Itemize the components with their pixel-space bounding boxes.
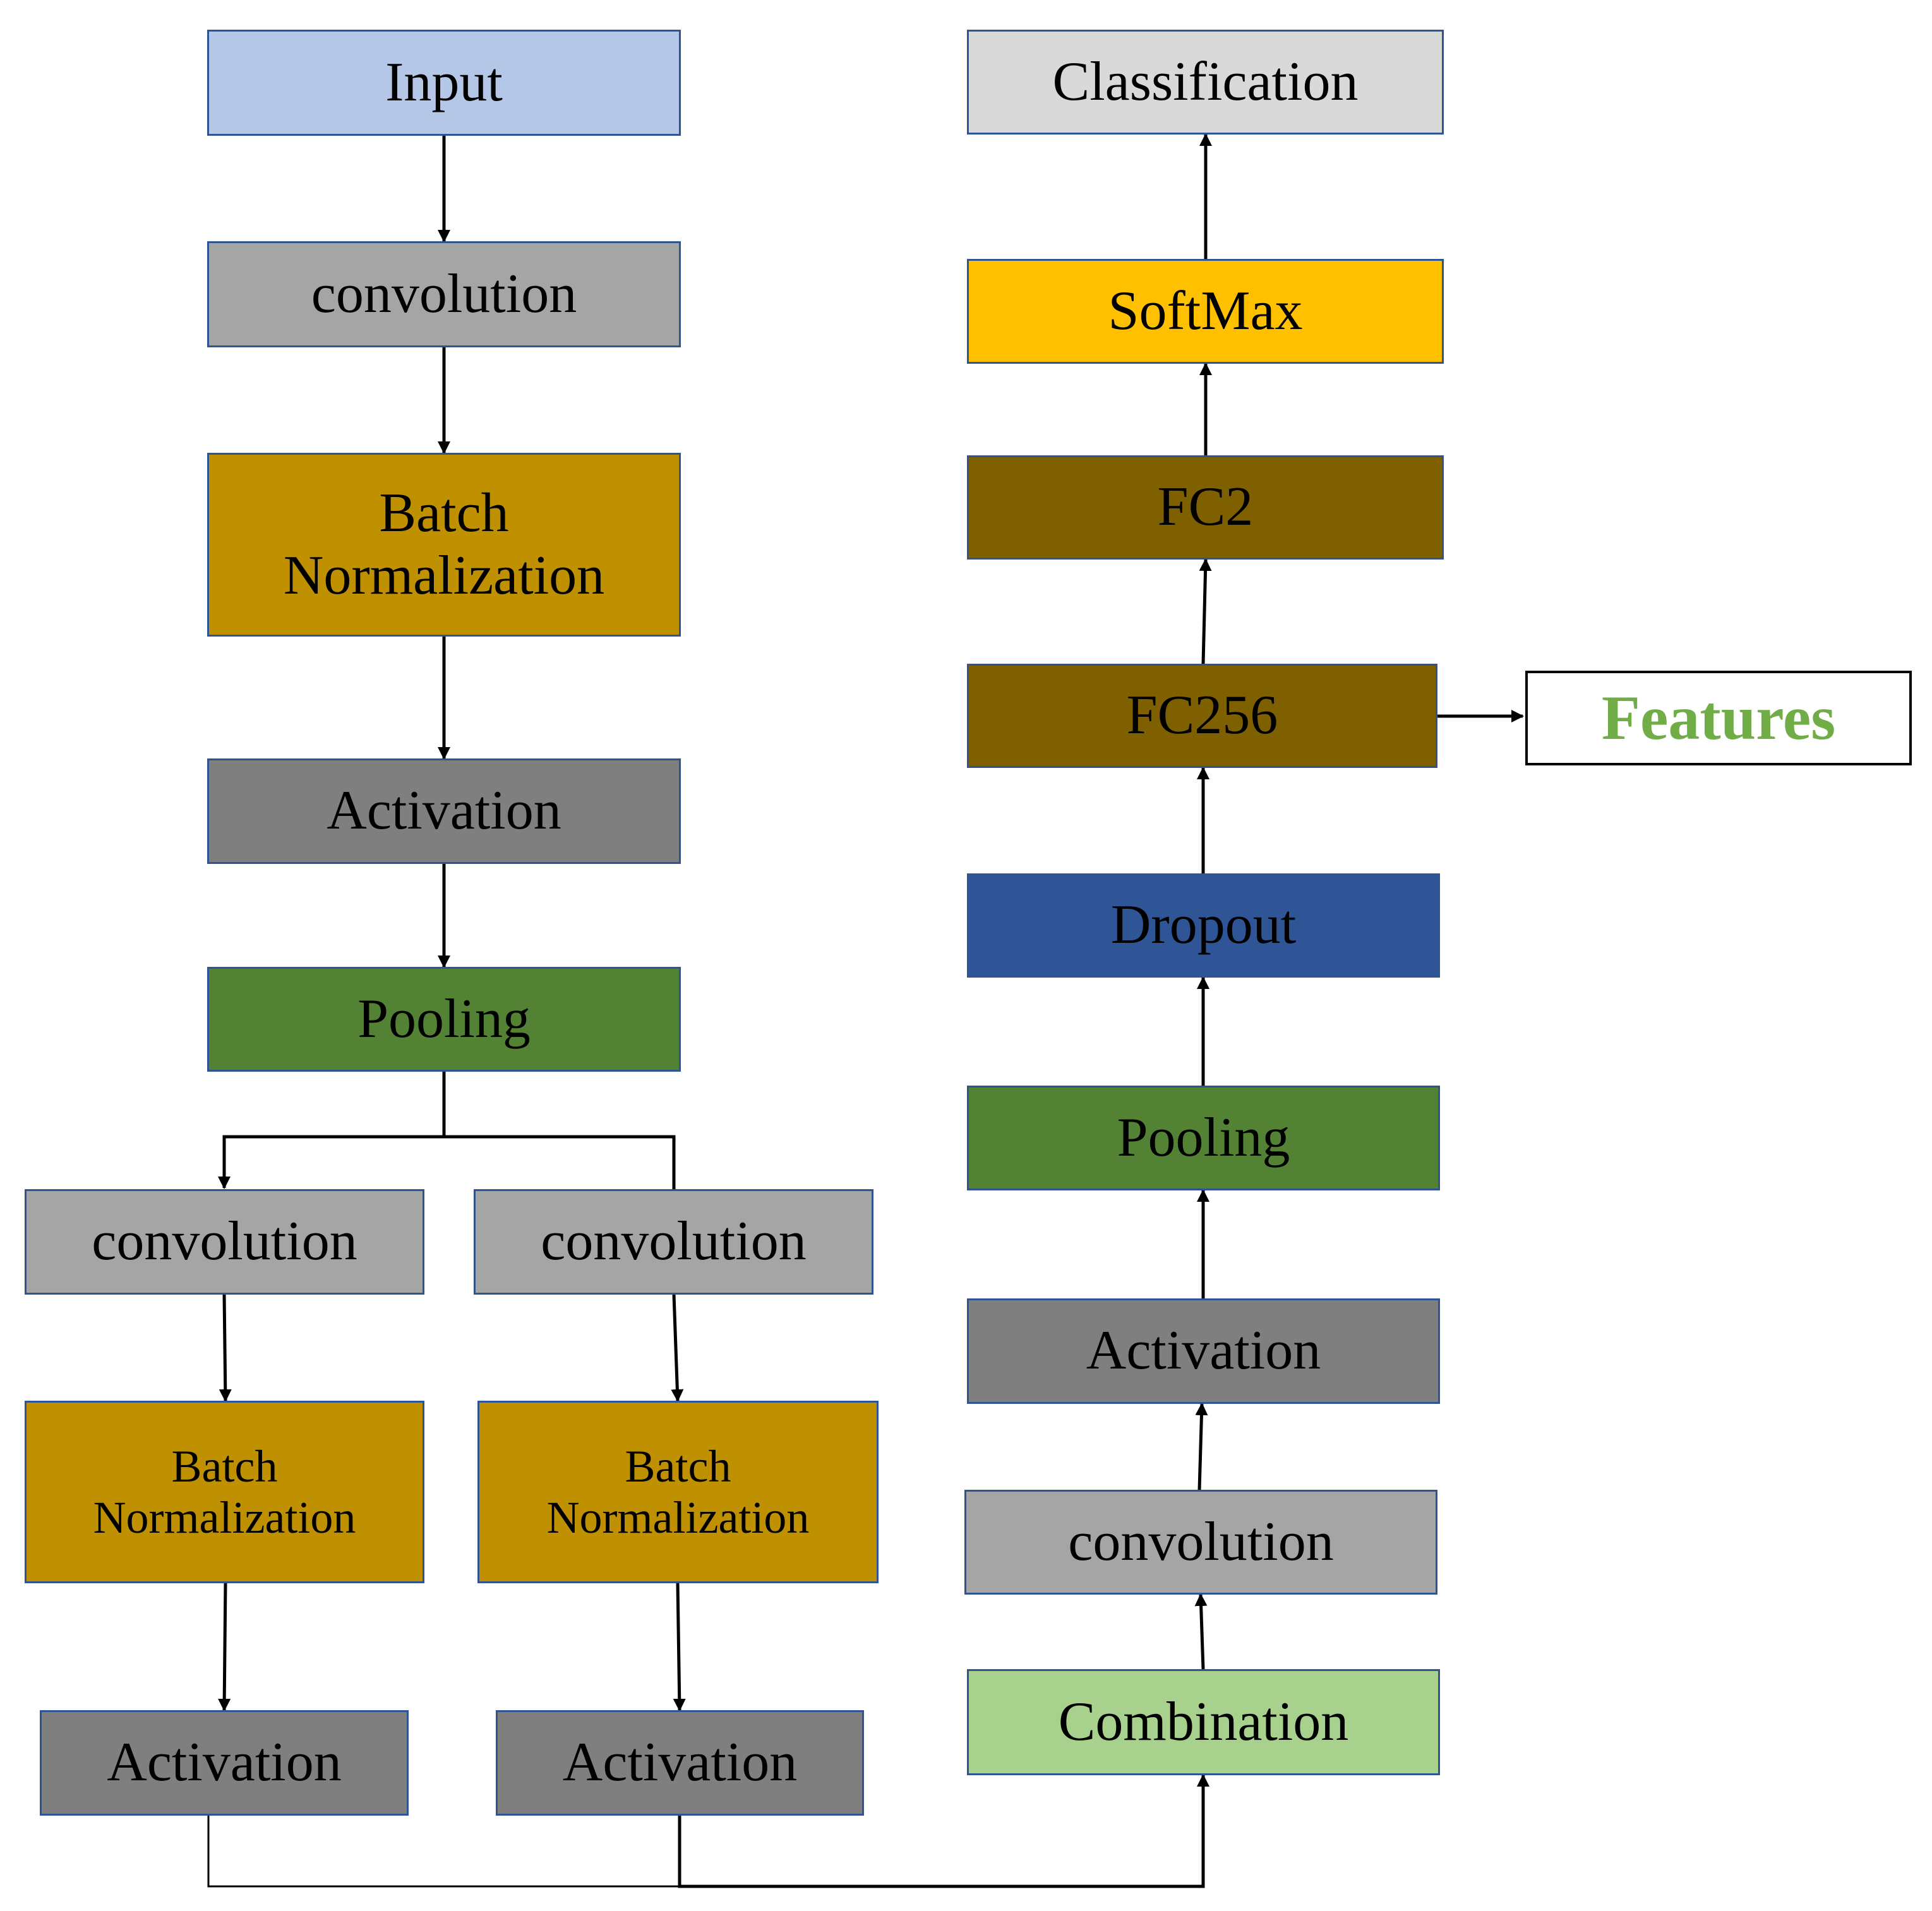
fc256-label: FC256 [1126,685,1278,746]
features-box: Features [1525,671,1912,765]
pooling-box-top: Pooling [207,967,681,1072]
convolution-box-top: convolution [207,241,681,347]
arrow-bn-right-to-act-right [673,1583,686,1711]
classification-box: Classification [967,30,1444,135]
features-label: Features [1601,683,1836,753]
pooling-label: Pooling [357,988,531,1050]
activation-label: Activation [107,1732,342,1794]
softmax-box: SoftMax [967,259,1444,364]
convolution-box-final: convolution [964,1490,1437,1595]
activation-box-right: Activation [496,1710,864,1816]
activation-box-left: Activation [40,1710,409,1816]
dropout-label: Dropout [1110,894,1297,956]
combination-label: Combination [1058,1691,1349,1752]
dropout-box: Dropout [967,873,1440,978]
fc256-box: FC256 [967,664,1437,768]
activation-box-final: Activation [967,1298,1440,1404]
arrow-conv-right-to-bn-right [671,1294,684,1402]
arrow-combination-to-conv-final [1194,1593,1208,1670]
branch-pool1-to-right-conv [444,1135,676,1189]
combination-box: Combination [967,1669,1440,1775]
activation-box-top: Activation [207,758,681,864]
pooling-label: Pooling [1117,1106,1290,1168]
fc2-box: FC2 [967,455,1444,560]
input-label: Input [385,51,503,113]
pooling-box-final: Pooling [967,1086,1440,1190]
activation-label: Activation [1086,1320,1321,1382]
classification-label: Classification [1052,51,1359,112]
convolution-label: convolution [92,1211,357,1273]
input-box: Input [207,30,681,136]
arrow-conv-left-to-bn-left [219,1294,232,1402]
convolution-label: convolution [541,1211,807,1273]
activation-label: Activation [562,1732,798,1794]
arrow-bn-left-to-act-left [218,1583,231,1711]
convolution-label: convolution [1068,1511,1334,1573]
softmax-label: SoftMax [1108,280,1303,342]
merge-act-right-to-combination [678,1774,1209,1888]
branch-pool1-to-left-conv [218,1072,446,1189]
convolution-box-right: convolution [474,1189,873,1295]
convolution-label: convolution [311,263,577,325]
convolution-box-left: convolution [25,1189,424,1295]
activation-label: Activation [327,780,561,842]
merge-act-left-line [207,1809,680,1888]
arrow-fc256-to-fc2 [1199,558,1212,664]
fc2-label: FC2 [1157,476,1254,538]
arrow-conv-final-to-act-final [1195,1403,1208,1490]
